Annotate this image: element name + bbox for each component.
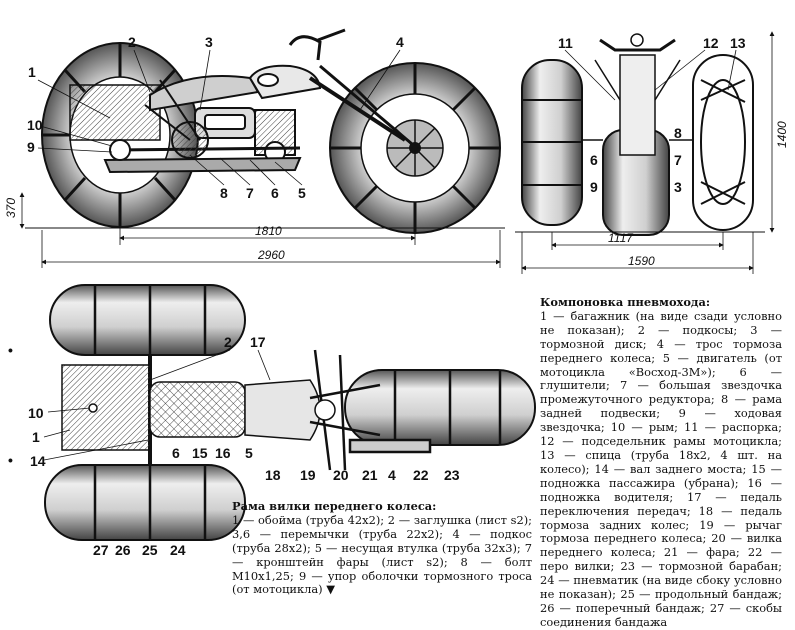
margin-dot-bottom: •	[8, 452, 13, 468]
callout-6: 6	[271, 185, 279, 201]
callout-22: 22	[413, 467, 429, 483]
callout-6-top: 6	[172, 445, 180, 461]
callout-7: 7	[246, 185, 254, 201]
top-view-seat	[149, 381, 246, 438]
rear-view-right-tire	[692, 54, 754, 231]
dim-2960: 2960	[257, 248, 285, 262]
callout-2-top: 2	[224, 334, 232, 350]
rear-view: 11 12 13 6 9 3 7 8 1400 1117 1590	[515, 31, 789, 274]
callout-3: 3	[205, 34, 213, 50]
callout-10: 10	[27, 117, 43, 133]
side-view: 1 2 3 4 10 9 8 7 6 5	[4, 28, 505, 268]
callout-25: 25	[142, 542, 158, 558]
callout-4: 4	[396, 34, 404, 50]
callout-18: 18	[265, 467, 281, 483]
legend-main-title: Компоновка пневмохода:	[540, 295, 711, 309]
callout-21: 21	[362, 467, 378, 483]
top-view-upper-tire	[49, 284, 246, 356]
dim-1117: 1117	[608, 231, 634, 245]
callout-1: 1	[28, 64, 36, 80]
rear-view-seat-post	[619, 54, 656, 156]
legend-fork-title: Рама вилки переднего колеса:	[232, 499, 437, 513]
dim-1810: 1810	[255, 224, 282, 238]
callout-27: 27	[93, 542, 109, 558]
callout-11: 11	[558, 35, 573, 51]
motorcycle-body	[103, 28, 413, 174]
callout-12: 12	[703, 35, 719, 51]
legend-fork: Рама вилки переднего колеса: 1 — обойма …	[232, 499, 532, 597]
callout-9-rear: 9	[590, 179, 598, 195]
luggage-rack	[69, 84, 161, 141]
top-view-lower-tire	[44, 464, 246, 541]
callout-19: 19	[300, 467, 316, 483]
margin-dot-top: •	[8, 342, 13, 358]
top-view-tank	[244, 379, 321, 441]
callout-8: 8	[220, 185, 228, 201]
side-view-dimensions	[19, 192, 501, 268]
top-view: 2 17 10 1 14 18 19 20 21 4 22 23 27 26 2…	[8, 284, 536, 558]
rear-view-dimensions	[521, 31, 775, 274]
top-view-callouts: 2 17 10 1 14 18 19 20 21 4 22 23 27 26 2…	[28, 334, 460, 558]
callout-16: 16	[215, 445, 231, 461]
dim-370: 370	[4, 198, 18, 218]
dim-1590: 1590	[628, 254, 655, 268]
callout-5: 5	[298, 185, 306, 201]
callout-7-rear: 7	[674, 152, 682, 168]
top-view-luggage-rack	[61, 364, 151, 451]
callout-2: 2	[128, 34, 136, 50]
callout-23: 23	[444, 467, 460, 483]
callout-13: 13	[730, 35, 746, 51]
callout-15: 15	[192, 445, 208, 461]
callout-20: 20	[333, 467, 349, 483]
front-tire	[329, 62, 501, 234]
end-mark-icon: ▼	[326, 582, 335, 597]
callout-5-top: 5	[245, 445, 253, 461]
dim-1400: 1400	[775, 121, 789, 148]
callout-1-top: 1	[32, 429, 40, 445]
callout-10-top: 10	[28, 405, 44, 421]
technical-drawing: 1 2 3 4 10 9 8 7 6 5	[4, 28, 789, 558]
callout-24: 24	[170, 542, 186, 558]
side-view-callouts: 1 2 3 4 10 9 8 7 6 5	[27, 34, 404, 201]
callout-3-rear: 3	[674, 179, 682, 195]
rear-view-callouts: 11 12 13 6 9 3 7 8	[558, 35, 746, 195]
legend-fork-text: 1 — обойма (труба 42х2); 2 — заглушка (л…	[232, 512, 532, 597]
callout-14: 14	[30, 453, 46, 469]
legend-main: Компоновка пневмохода: 1 — багажник (на …	[540, 295, 782, 630]
callout-4-top: 4	[388, 467, 396, 483]
callout-8-rear: 8	[674, 125, 682, 141]
callout-6-rear: 6	[590, 152, 598, 168]
legend-main-text: 1 — багажник (на виде сзади условно не п…	[540, 308, 782, 629]
callout-9: 9	[27, 139, 35, 155]
callout-17: 17	[250, 334, 266, 350]
callout-26: 26	[115, 542, 131, 558]
top-view-front-tire	[344, 369, 536, 446]
